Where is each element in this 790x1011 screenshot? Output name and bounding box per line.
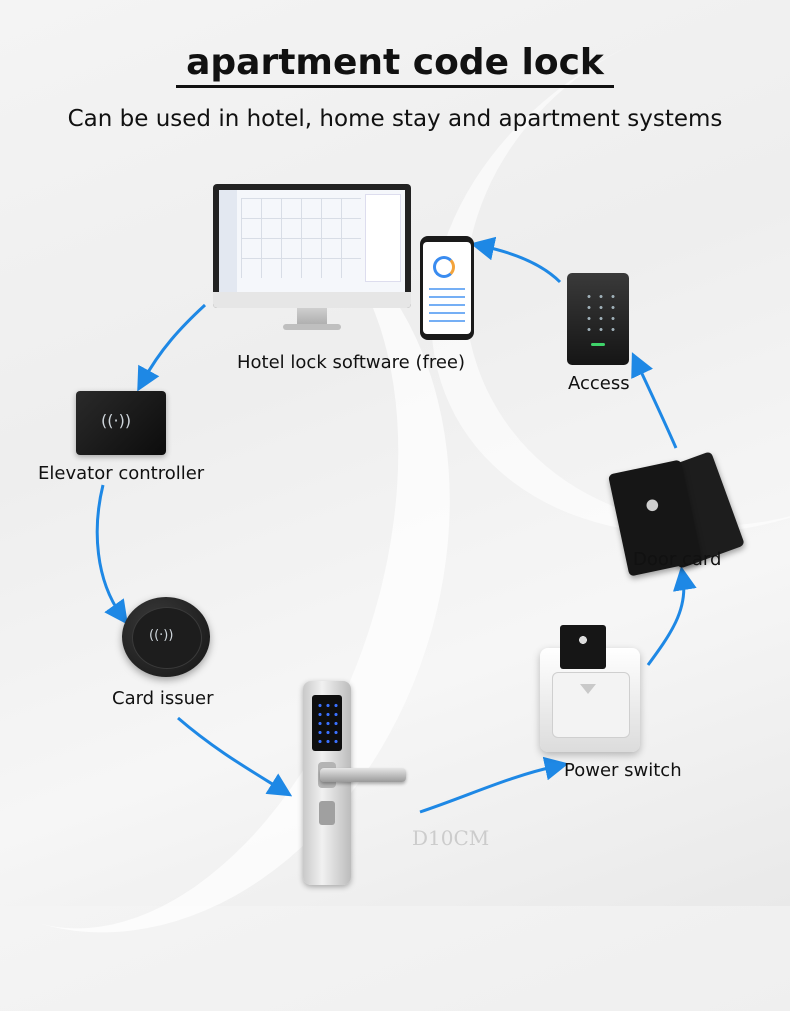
monitor-screen [213, 184, 411, 308]
label-access: Access [568, 373, 630, 394]
phone-image [420, 236, 474, 340]
arrow-card-to-access [631, 352, 678, 449]
label-card-issuer: Card issuer [112, 688, 214, 709]
label-elevator: Elevator controller [38, 463, 205, 484]
arrow-monitor-to-elevator [137, 303, 207, 392]
label-software: Hotel lock software (free) [237, 352, 466, 373]
status-led [591, 343, 605, 346]
issuer-pad: ((·)) [132, 607, 202, 669]
phone-list-icon [429, 288, 465, 328]
page-subtitle: Can be used in hotel, home stay and apar… [67, 106, 723, 132]
monitor-image [213, 184, 411, 336]
arrow-switch-to-card [646, 566, 697, 666]
software-screenshot [219, 190, 405, 292]
card-slot [552, 672, 630, 738]
card-issuer-image: ((·)) [122, 597, 210, 677]
card-logo-icon [574, 631, 592, 649]
label-door-card: Door card [633, 549, 722, 570]
monitor-foot [283, 324, 341, 330]
inserted-key-card [560, 625, 606, 669]
page-title: apartment code lock [0, 42, 790, 88]
monitor-chin [213, 292, 411, 308]
access-keypad-image [567, 273, 629, 365]
lock-keypad [312, 695, 342, 751]
card-logo-icon [636, 489, 668, 521]
phone-donut-chart-icon [433, 256, 455, 278]
rfid-icon: ((·)) [149, 628, 174, 643]
rfid-icon: ((·)) [101, 411, 132, 430]
keypad-icon [583, 291, 619, 337]
arrow-elevator-to-issuer [95, 484, 128, 625]
arrow-access-to-phone [470, 236, 562, 284]
arrow-issuer-to-lock [177, 716, 293, 797]
door-lock-image [303, 681, 351, 885]
insert-arrow-icon [580, 684, 596, 694]
watermark-text: D10CM [412, 826, 490, 850]
phone-screen [423, 242, 471, 334]
lock-handle [320, 768, 406, 782]
monitor-stand [297, 308, 327, 328]
power-switch-image [540, 648, 640, 752]
lock-cylinder [319, 801, 335, 825]
software-room-grid [241, 198, 361, 278]
keypad-icon [316, 701, 338, 745]
flow-arrows [95, 236, 697, 814]
arrow-lock-to-switch [419, 756, 569, 814]
software-panel [365, 194, 401, 282]
label-power-switch: Power switch [564, 760, 682, 781]
elevator-controller-image: ((·)) [76, 391, 166, 455]
software-sidebar [219, 190, 237, 292]
